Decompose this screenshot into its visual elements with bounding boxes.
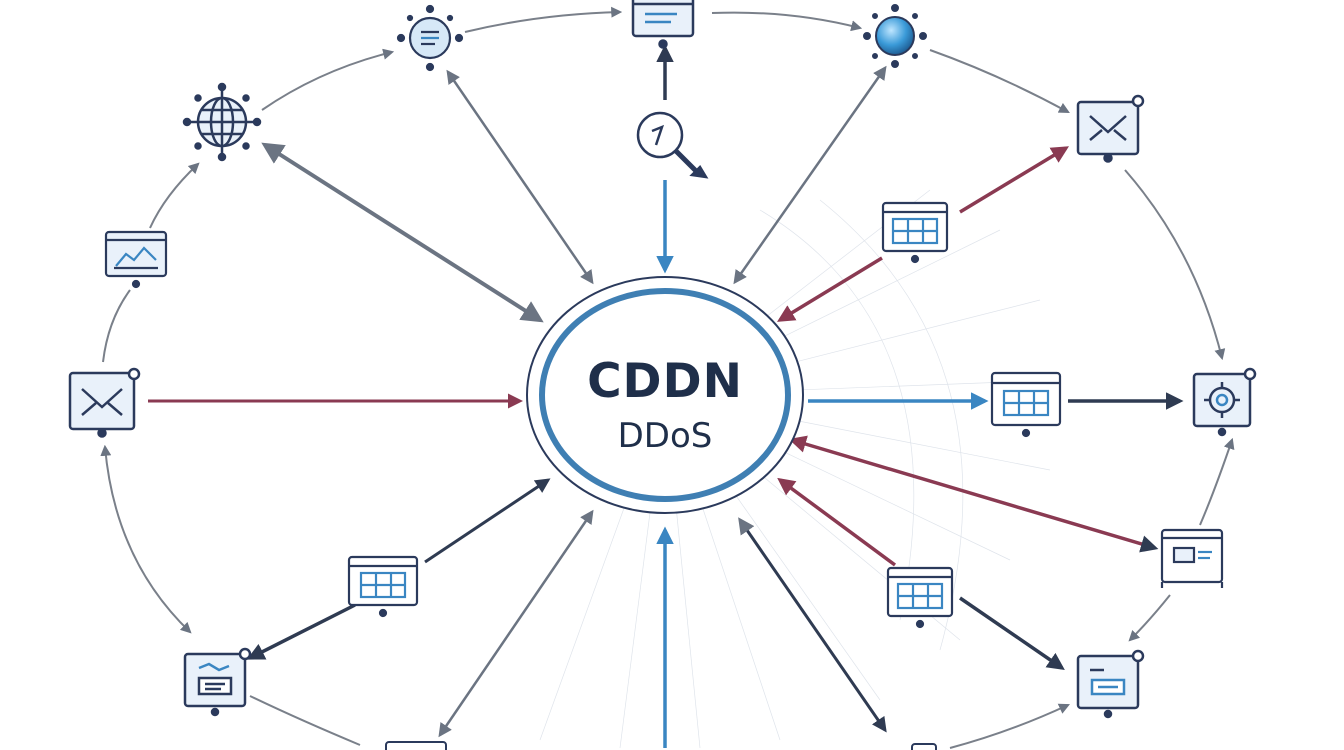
left-email-node[interactable] <box>68 367 141 438</box>
email-icon <box>1076 94 1145 163</box>
outer-ring-connections <box>100 6 1235 749</box>
ring-arc-window-to-device <box>1128 594 1171 642</box>
device-icon <box>183 647 252 717</box>
spoke-database-hub <box>733 65 887 285</box>
database-icon <box>863 4 927 68</box>
ring-arc-database-to-email <box>929 49 1070 114</box>
gear-node[interactable] <box>1192 367 1257 437</box>
lower-right-table-node[interactable] <box>886 566 954 629</box>
ring-arc-gear-to-window <box>1199 437 1235 526</box>
ring-arc-left-email-to-device <box>100 444 192 634</box>
chart-node[interactable] <box>104 230 168 289</box>
top-document-node[interactable] <box>631 0 695 49</box>
upper-right-table-node[interactable] <box>881 201 949 264</box>
mid-right-table-node[interactable] <box>990 371 1062 438</box>
ring-arc-email-to-chart <box>102 289 131 363</box>
chart-icon <box>104 230 168 289</box>
ring-arc-email-to-gear <box>1124 169 1226 361</box>
server-icon <box>396 4 464 72</box>
bottom-left-device-node[interactable] <box>183 647 252 717</box>
lower-right-window-node[interactable] <box>1160 528 1224 588</box>
bottom-right-device-node[interactable] <box>1076 649 1145 719</box>
email-icon <box>68 367 141 438</box>
spoke-table-device <box>959 596 1065 670</box>
window-icon <box>1160 528 1224 588</box>
ring-arc-device-to-bottom <box>249 695 361 746</box>
ring-arc-device-to-bottom-right <box>949 703 1070 749</box>
table-icon <box>347 555 419 618</box>
search-icon <box>636 111 709 179</box>
spoke-window-hub-red <box>788 435 1159 553</box>
hub-inner-ring <box>539 288 791 502</box>
spoke-table-hub-red <box>777 256 883 322</box>
lower-left-table-node[interactable] <box>347 555 419 618</box>
ring-arc-document-to-database <box>711 11 863 32</box>
spoke-globe-hub <box>261 142 544 323</box>
globe-node[interactable] <box>182 82 262 162</box>
spoke-hub-bottom-right <box>738 517 887 733</box>
table-icon <box>881 201 949 264</box>
ring-arc-server-to-document <box>464 6 623 33</box>
document-icon <box>631 0 695 49</box>
table-icon <box>990 371 1062 438</box>
spoke-server-hub <box>446 69 594 285</box>
spoke-table-email-red <box>959 146 1069 214</box>
spoke-connections <box>148 44 1184 748</box>
search-node[interactable] <box>636 111 709 179</box>
spoke-table-device-left <box>246 603 356 660</box>
ring-arc-chart-to-globe <box>149 162 200 229</box>
spoke-hub-bottom-left <box>438 509 594 738</box>
right-email-node[interactable] <box>1076 94 1145 163</box>
gear-icon <box>1192 367 1257 437</box>
ring-arc-globe-to-server <box>261 48 395 111</box>
bottom-left-partial-node <box>385 741 447 750</box>
top-right-database-node[interactable] <box>863 4 927 68</box>
globe-icon <box>182 82 262 162</box>
device-icon <box>1076 649 1145 719</box>
spoke-hub-table-left <box>424 478 551 564</box>
spoke-table-hub-red-lower <box>777 477 897 567</box>
hub[interactable] <box>526 276 804 514</box>
bottom-right-partial-node <box>911 743 937 750</box>
top-left-server-node[interactable] <box>396 4 464 72</box>
table-icon <box>886 566 954 629</box>
